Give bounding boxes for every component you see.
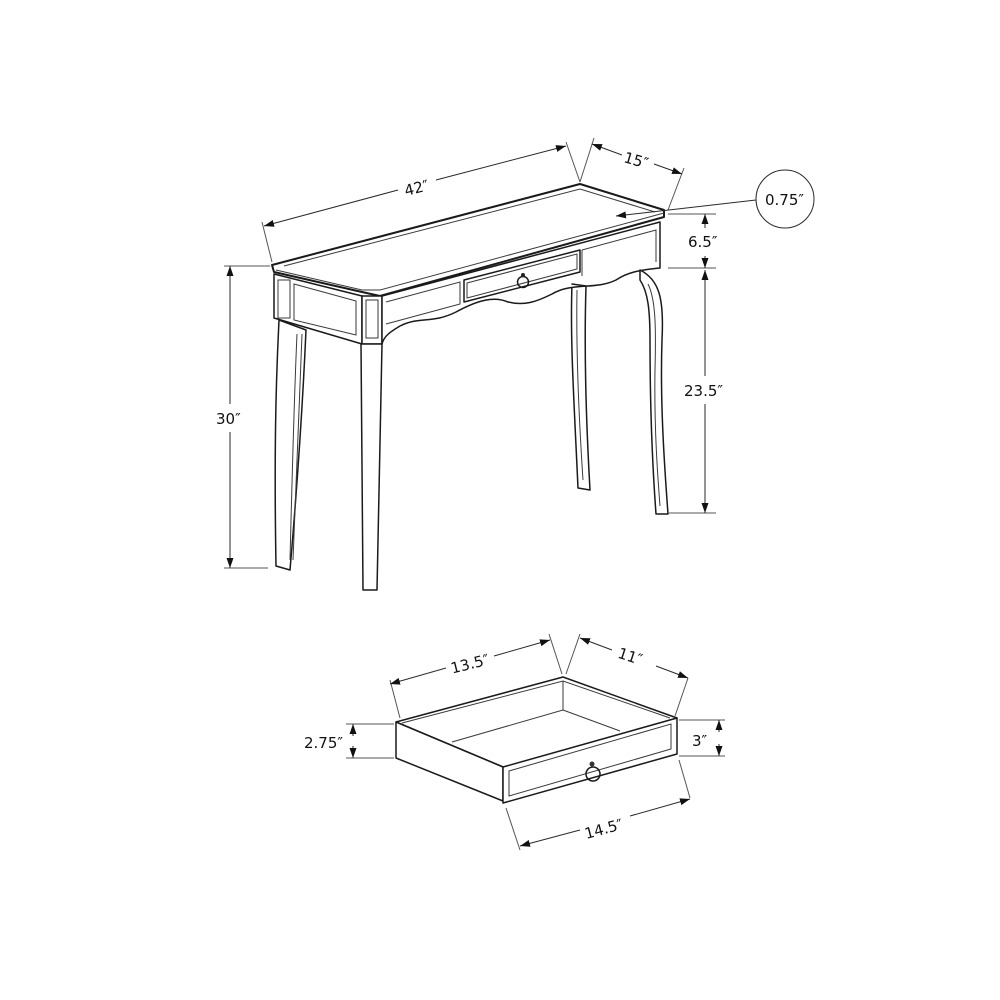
dim-drawer-depth-label: 11″ — [616, 644, 645, 669]
table-dimensions: 42″ 15″ 0.75″ 6.5″ 23.5″ 30″ — [216, 137, 815, 569]
table-top — [271, 183, 665, 297]
dim-drawer-side-height-label: 2.75″ — [304, 734, 343, 752]
dim-width-label: 42″ — [402, 176, 431, 200]
dim-drawer-front-height-label: 3″ — [692, 732, 708, 750]
table-drawer-front[interactable] — [463, 249, 581, 303]
ring-pull-icon — [516, 273, 530, 289]
console-table — [271, 183, 669, 591]
drawer-ring-pull-icon — [585, 761, 601, 782]
dim-depth-label: 15″ — [622, 148, 651, 172]
front-left-leg — [274, 319, 307, 571]
dim-leg-clearance-label: 23.5″ — [684, 382, 723, 400]
back-right-leg — [570, 283, 591, 491]
front-corner-leg — [360, 343, 383, 591]
left-corner-panel — [277, 279, 291, 319]
dim-top-thickness-label: 0.75″ — [765, 191, 804, 209]
dim-apron-height-label: 6.5″ — [688, 233, 718, 251]
front-right-leg — [639, 269, 669, 515]
drawer — [395, 676, 678, 804]
dim-drawer-inner-width-label: 13.5″ — [449, 651, 492, 678]
dim-overall-height-label: 30″ — [216, 410, 241, 428]
dim-drawer-front-width-label: 14.5″ — [583, 815, 626, 843]
inner-leg — [571, 283, 587, 287]
